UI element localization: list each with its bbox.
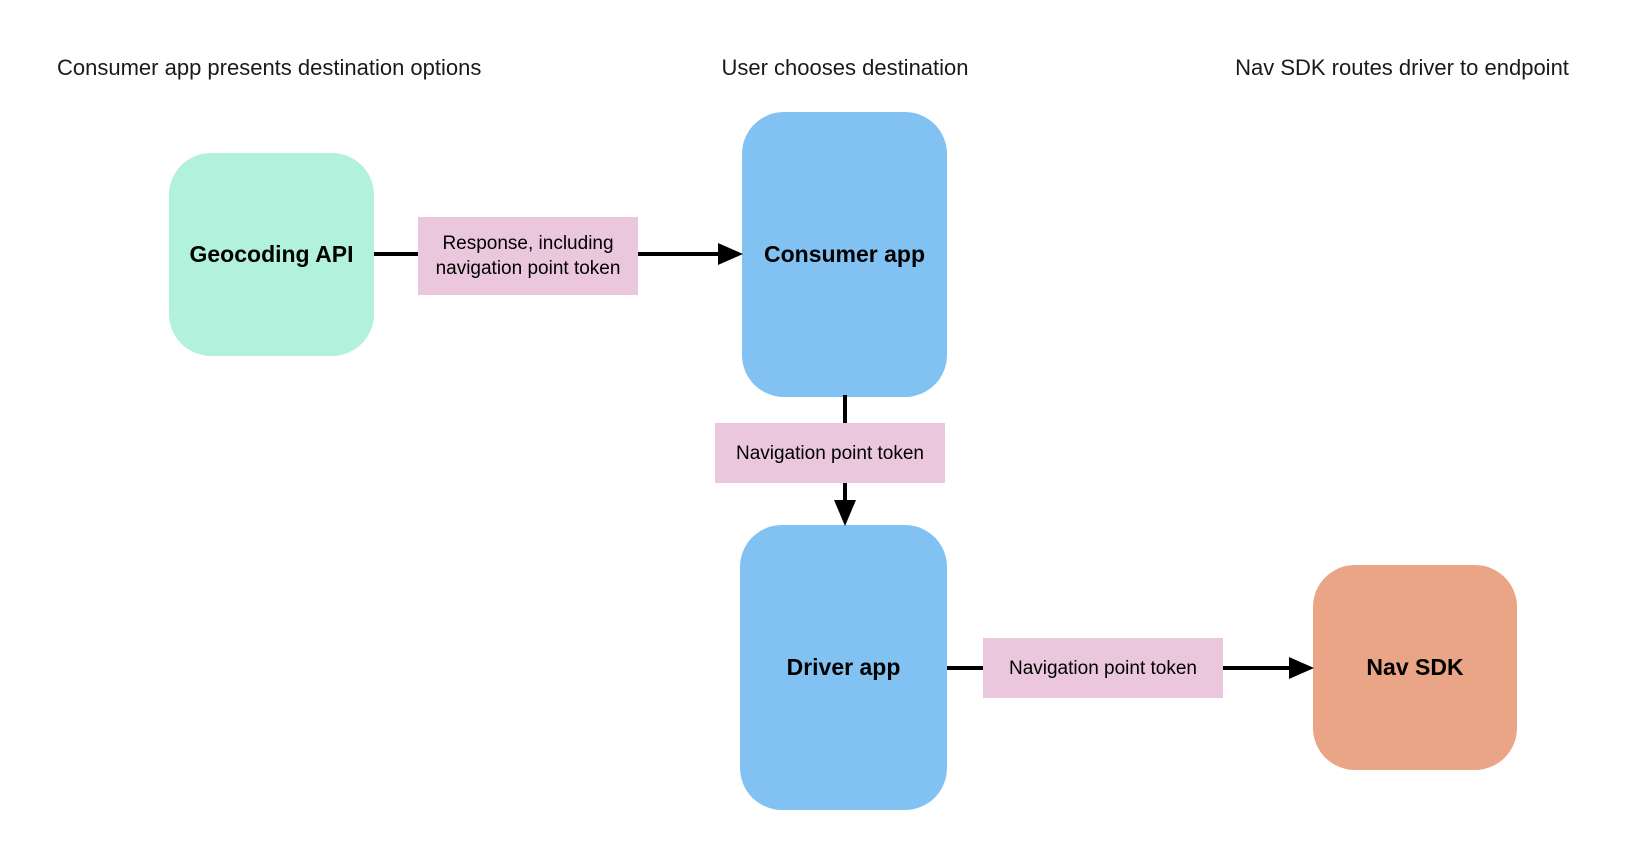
arrowhead-down-icon [834,500,856,526]
arrowhead-right-icon [718,243,743,265]
lane-header-consumer-presents: Consumer app presents destination option… [57,55,482,80]
node-nav-sdk: Nav SDK [1313,565,1517,770]
edge-consumer-to-driver-line [843,395,847,423]
node-geocoding-api-label: Geocoding API [189,241,354,267]
edge-geocoding-to-consumer-line [374,252,420,256]
edge-label-navigation-point-token-2-text: Navigation point token [1008,657,1197,679]
node-driver-app: Driver app [740,525,947,810]
edge-label-navigation-point-token-1-text: Navigation point token [735,442,924,464]
arrowhead-right-icon [1289,657,1314,679]
edge-driver-to-navsdk-line [947,666,983,670]
lane-header-nav-sdk-routes: Nav SDK routes driver to endpoint [1235,55,1569,80]
edge-driver-to-navsdk-line [1223,666,1291,670]
node-nav-sdk-label: Nav SDK [1366,654,1464,680]
node-consumer-app: Consumer app [742,112,947,397]
edge-label-navigation-point-token-1: Navigation point token [715,423,945,483]
node-driver-app-label: Driver app [786,654,901,680]
edge-label-navigation-point-token-2: Navigation point token [983,638,1223,698]
edge-label-response-token-text: Response, including navigation point tok… [435,233,621,279]
lane-header-user-chooses: User chooses destination [721,55,969,80]
edge-label-response-token: Response, including navigation point tok… [418,217,638,295]
edge-geocoding-to-consumer-line [638,252,720,256]
node-geocoding-api: Geocoding API [169,153,374,356]
edge-consumer-to-driver-line [843,483,847,503]
node-consumer-app-label: Consumer app [763,241,926,267]
